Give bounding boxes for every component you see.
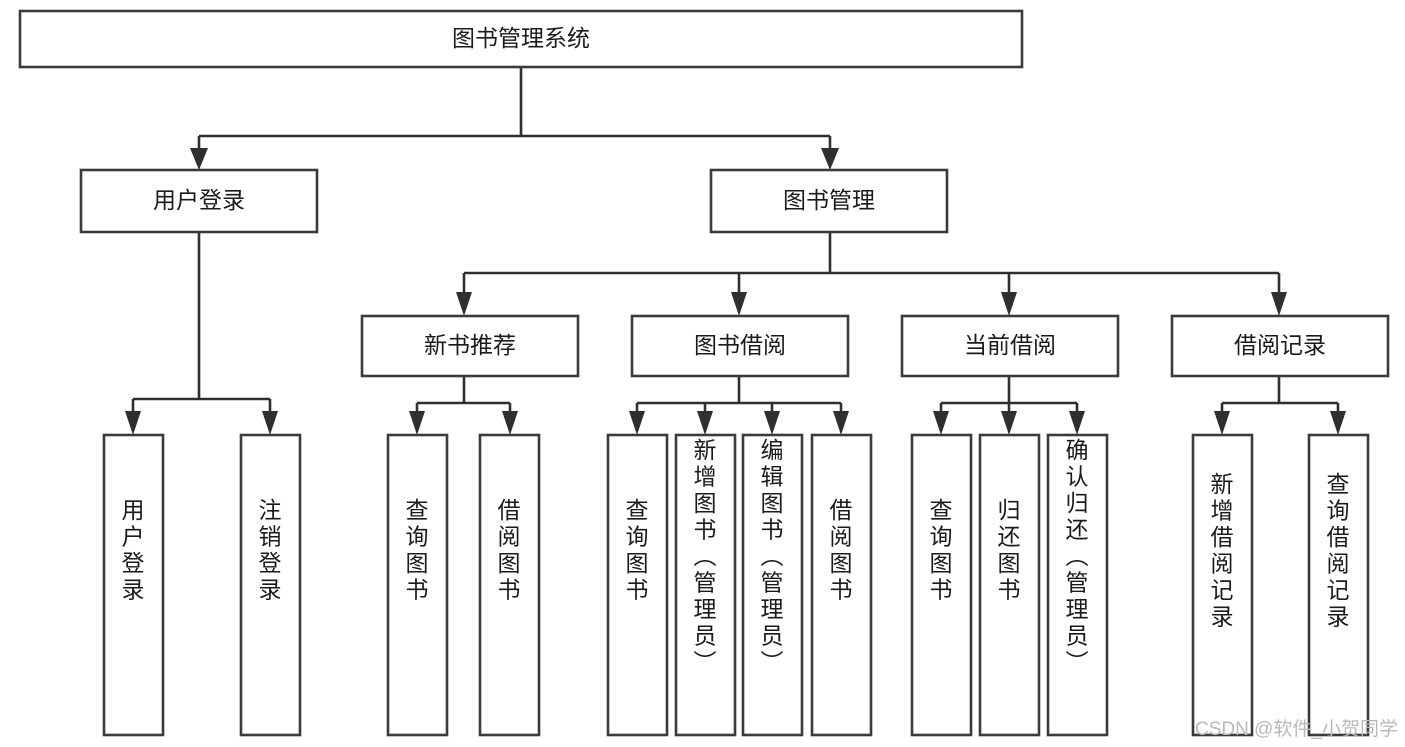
node-current-borrow[interactable]: 当前借阅 xyxy=(900,314,1120,378)
node-leaf-return-book[interactable]: 归还图书 xyxy=(978,433,1041,737)
node-borrow-record-box[interactable] xyxy=(1170,314,1390,378)
node-leaf-add-record-box[interactable] xyxy=(1191,433,1254,737)
csdn-watermark: CSDN @软件_小贺同学 xyxy=(1195,718,1398,740)
node-leaf-confirm-return-label: 确认归还︵管理员︶ xyxy=(1066,437,1089,675)
node-user-login[interactable]: 用户登录 xyxy=(79,168,319,234)
node-leaf-query-book-1-box[interactable] xyxy=(386,433,449,737)
node-book-management-label: 图书管理 xyxy=(783,187,875,213)
node-leaf-query-book-1-label: 查询图书 xyxy=(406,497,429,603)
arrowhead-leaf-confirm-return xyxy=(1069,411,1085,435)
node-book-management-box[interactable] xyxy=(709,168,949,234)
node-borrow-record-label: 借阅记录 xyxy=(1234,332,1326,358)
node-leaf-query-book-1[interactable]: 查询图书 xyxy=(386,433,449,737)
node-leaf-return-book-box[interactable] xyxy=(978,433,1041,737)
node-leaf-confirm-return[interactable]: 确认归还︵管理员︶ xyxy=(1046,433,1109,737)
node-leaf-add-book-label: 新增图书︵管理员︶ xyxy=(694,437,717,675)
connector-user-login-to-leaves xyxy=(125,232,278,435)
node-leaf-query-record-box[interactable] xyxy=(1307,433,1370,737)
arrowhead-leaf-edit-book xyxy=(764,411,780,435)
node-book-borrow-box[interactable] xyxy=(630,314,850,378)
arrowhead-leaf-return-book xyxy=(1001,411,1017,435)
node-leaf-add-book[interactable]: 新增图书︵管理员︶ xyxy=(674,433,737,737)
node-leaf-add-record-label: 新增借阅记录 xyxy=(1211,471,1234,630)
node-leaf-edit-book-label: 编辑图书︵管理员︶ xyxy=(761,437,784,675)
node-leaf-query-book-3-box[interactable] xyxy=(910,433,973,737)
node-leaf-borrow-book-1-box[interactable] xyxy=(478,433,541,737)
connector-book-management-to-level3 xyxy=(456,232,1287,316)
node-leaf-add-record[interactable]: 新增借阅记录 xyxy=(1191,433,1254,737)
node-leaf-borrow-book-2[interactable]: 借阅图书 xyxy=(810,433,873,737)
node-user-login-label: 用户登录 xyxy=(153,187,245,213)
arrowhead-leaf-add-record xyxy=(1214,411,1230,435)
connectors-layer xyxy=(125,67,1346,435)
arrowhead-leaf-query-book-2 xyxy=(629,411,645,435)
arrowhead-new-book-recommend xyxy=(456,292,472,316)
node-current-borrow-label: 当前借阅 xyxy=(964,332,1056,358)
node-new-book-recommend-label: 新书推荐 xyxy=(424,332,516,358)
node-leaf-user-logout-box[interactable] xyxy=(239,433,302,737)
connector-root-to-level2 xyxy=(190,67,839,170)
node-book-management[interactable]: 图书管理 xyxy=(709,168,949,234)
node-current-borrow-box[interactable] xyxy=(900,314,1120,378)
arrowhead-leaf-query-book-1 xyxy=(409,411,425,435)
node-leaf-query-record-label: 查询借阅记录 xyxy=(1327,471,1350,630)
node-leaf-add-book-box[interactable] xyxy=(674,433,737,737)
connector-book-borrow-to-leaves xyxy=(629,376,849,435)
connector-borrow-record-to-leaves xyxy=(1214,376,1346,435)
node-leaf-query-record[interactable]: 查询借阅记录 xyxy=(1307,433,1370,737)
node-leaf-user-login[interactable]: 用户登录 xyxy=(102,433,165,737)
node-root-label: 图书管理系统 xyxy=(452,25,590,51)
node-book-borrow-label: 图书借阅 xyxy=(694,332,786,358)
arrowhead-leaf-borrow-book-2 xyxy=(833,411,849,435)
node-leaf-query-book-3[interactable]: 查询图书 xyxy=(910,433,973,737)
arrowhead-leaf-add-book xyxy=(697,411,713,435)
node-leaf-borrow-book-1-label: 借阅图书 xyxy=(498,497,521,603)
node-user-login-box[interactable] xyxy=(79,168,319,234)
node-leaf-user-login-box[interactable] xyxy=(102,433,165,737)
node-new-book-recommend-box[interactable] xyxy=(360,314,580,378)
node-leaf-query-book-3-label: 查询图书 xyxy=(930,497,953,603)
node-leaf-user-logout-label: 注销登录 xyxy=(259,497,282,603)
arrowhead-leaf-user-logout xyxy=(262,411,278,435)
arrowhead-leaf-borrow-book-1 xyxy=(502,411,518,435)
node-leaf-borrow-book-2-label: 借阅图书 xyxy=(830,497,853,603)
node-new-book-recommend[interactable]: 新书推荐 xyxy=(360,314,580,378)
node-leaf-edit-book-box[interactable] xyxy=(741,433,804,737)
connector-current-borrow-to-leaves xyxy=(933,376,1085,435)
node-leaf-borrow-book-2-box[interactable] xyxy=(810,433,873,737)
node-leaf-query-book-2-box[interactable] xyxy=(606,433,669,737)
node-borrow-record[interactable]: 借阅记录 xyxy=(1170,314,1390,378)
node-leaf-return-book-label: 归还图书 xyxy=(998,497,1021,603)
arrowhead-leaf-query-record xyxy=(1330,411,1346,435)
node-leaf-query-book-2-label: 查询图书 xyxy=(626,497,649,603)
arrowhead-book-management xyxy=(821,148,839,170)
arrowhead-user-login xyxy=(190,148,208,170)
node-leaf-edit-book[interactable]: 编辑图书︵管理员︶ xyxy=(741,433,804,737)
node-leaf-confirm-return-box[interactable] xyxy=(1046,433,1109,737)
arrowhead-leaf-user-login xyxy=(125,411,141,435)
node-leaf-user-logout[interactable]: 注销登录 xyxy=(239,433,302,737)
arrowhead-current-borrow xyxy=(1001,292,1017,316)
arrowhead-leaf-query-book-3 xyxy=(933,411,949,435)
node-book-borrow[interactable]: 图书借阅 xyxy=(630,314,850,378)
node-leaf-query-book-2[interactable]: 查询图书 xyxy=(606,433,669,737)
node-leaf-borrow-book-1[interactable]: 借阅图书 xyxy=(478,433,541,737)
arrowhead-book-borrow xyxy=(731,292,747,316)
connector-new-book-recommend-to-leaves xyxy=(409,376,518,435)
node-root[interactable]: 图书管理系统 xyxy=(18,9,1024,69)
node-root-box[interactable] xyxy=(18,9,1024,69)
arrowhead-borrow-record xyxy=(1271,292,1287,316)
node-leaf-user-login-label: 用户登录 xyxy=(122,497,145,603)
